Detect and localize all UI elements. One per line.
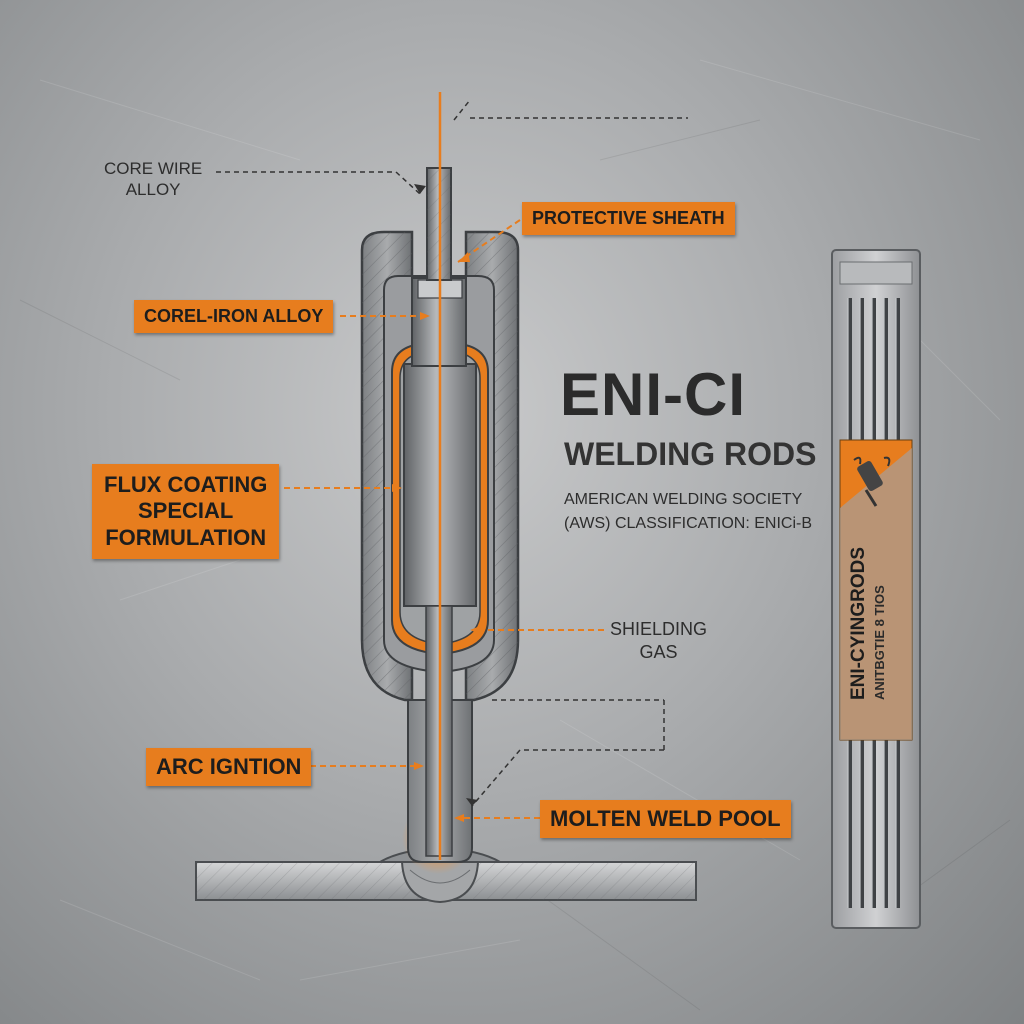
- callout-protective-sheath: PROTECTIVE SHEATH: [522, 202, 735, 235]
- package-label-main: ENI-CYINGRODS: [848, 546, 869, 700]
- callout-shielding-line1: SHIELDING: [610, 619, 708, 639]
- callout-core-wire-line2: ALLOY: [125, 180, 181, 200]
- package-label-sub: ANITBGTIE 8 TIOS: [872, 585, 887, 700]
- product-subtitle: WELDING RODS: [564, 436, 817, 472]
- aws-line2: (AWS) CLASSIFICATION: ENICi-B: [564, 515, 813, 532]
- rod-package: [831, 249, 921, 929]
- welding-torch-icon: [853, 456, 891, 507]
- callout-molten-weld-pool: MOLTEN WELD POOL: [540, 800, 791, 838]
- callout-corel-iron-alloy: COREL-IRON ALLOY: [134, 300, 334, 333]
- aws-line1: AMERICAN WELDING SOCIETY: [564, 491, 803, 508]
- callout-arc-ignition: ARC IGNTION: [146, 748, 312, 786]
- callout-shielding-gas: SHIELDING GAS: [610, 618, 707, 663]
- callout-core-wire: CORE WIRE ALLOY: [104, 158, 202, 201]
- callout-flux-coating: FLUX COATING SPECIAL FORMULATION: [92, 464, 280, 560]
- callout-flux-line2: SPECIAL: [138, 498, 234, 524]
- product-title: ENI-CI: [560, 361, 746, 428]
- callout-core-wire-line1: CORE WIRE: [104, 159, 203, 178]
- aws-classification: AMERICAN WELDING SOCIETY (AWS) CLASSIFIC…: [564, 488, 812, 536]
- callout-shielding-line2: GAS: [639, 641, 678, 662]
- callout-flux-line1: FLUX COATING: [104, 472, 268, 497]
- callout-flux-line3: FORMULATION: [105, 524, 267, 550]
- leader-lines: [216, 99, 688, 807]
